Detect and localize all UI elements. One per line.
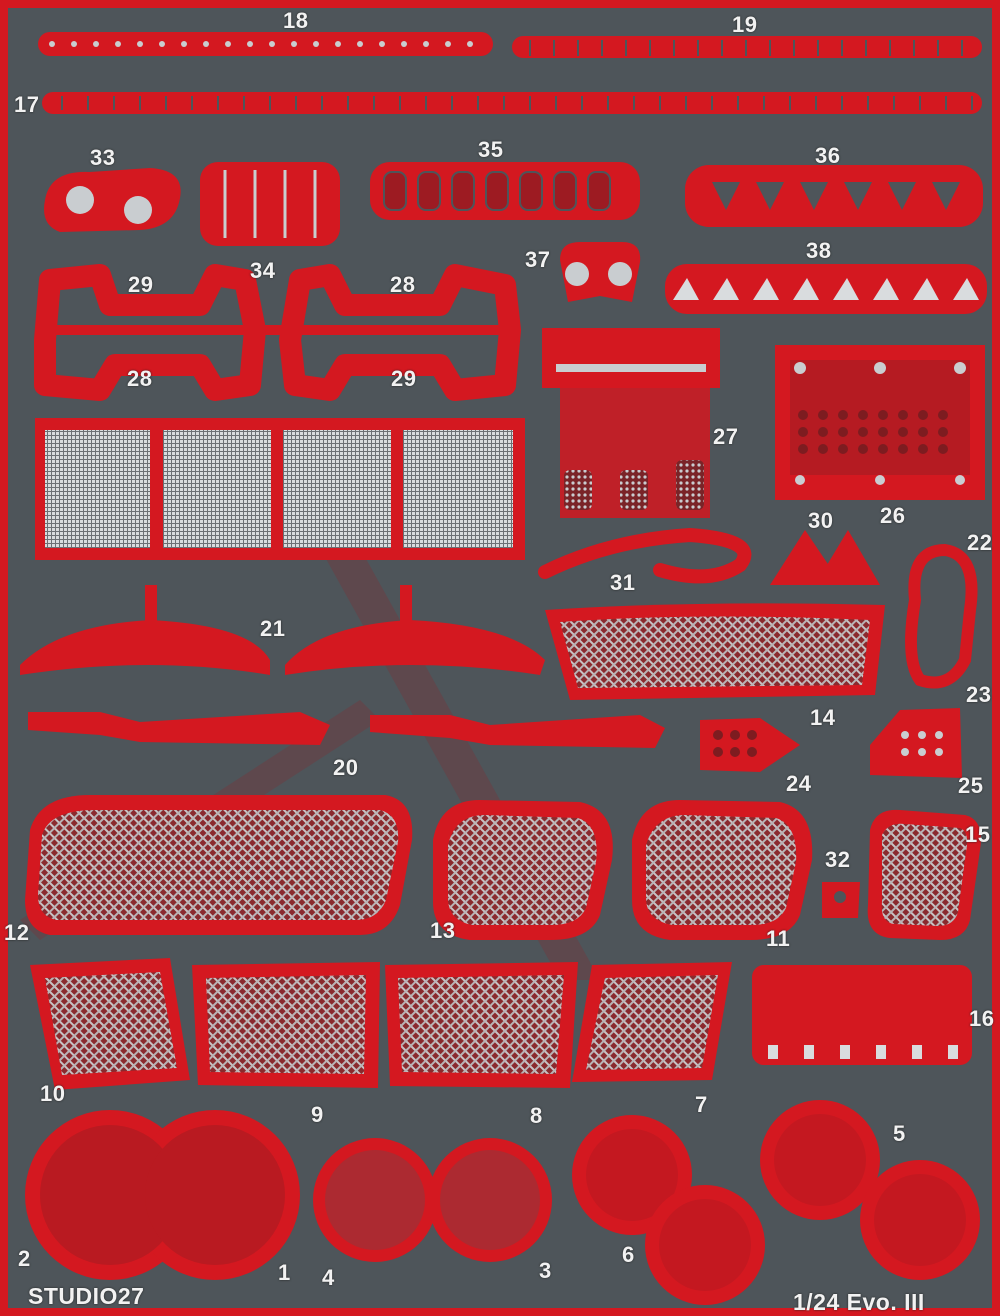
part-label-11: 11 [766, 926, 791, 951]
part-18-strip [38, 32, 493, 56]
part-label-23: 23 [966, 682, 992, 707]
part-35 [370, 162, 640, 220]
part-label-25: 25 [958, 773, 984, 798]
part-label-33: 33 [90, 145, 116, 170]
part-7 [572, 962, 732, 1082]
part-label-5: 5 [893, 1121, 906, 1146]
part-label-35: 35 [478, 137, 504, 162]
part-5 [760, 1100, 980, 1280]
part-28-29-right [279, 264, 521, 401]
part-8 [385, 962, 578, 1088]
part-33 [44, 168, 181, 232]
part-21-left [20, 585, 270, 675]
part-label-27: 27 [713, 424, 739, 449]
part-label-12: 12 [4, 920, 30, 945]
part-label-28-top: 28 [390, 272, 416, 297]
part-26 [775, 345, 985, 500]
part-20-left [28, 712, 330, 745]
part-17-strip [42, 92, 982, 114]
part-label-36: 36 [815, 143, 841, 168]
part-label-15: 15 [965, 822, 991, 847]
part-label-32: 32 [825, 847, 851, 872]
model-label: 1/24 Evo. III [793, 1289, 925, 1315]
part-label-20: 20 [333, 755, 359, 780]
part-label-8: 8 [530, 1103, 543, 1128]
large-grille-panel [35, 418, 525, 560]
part-6 [572, 1115, 765, 1305]
part-30 [770, 530, 880, 585]
part-label-37: 37 [525, 247, 551, 272]
part-31 [538, 527, 752, 584]
part-label-6: 6 [622, 1242, 635, 1267]
part-label-22: 22 [967, 530, 993, 555]
part-label-38: 38 [806, 238, 832, 263]
part-27 [542, 328, 720, 518]
part-34 [200, 162, 340, 246]
part-25 [870, 708, 962, 778]
part-15 [867, 809, 981, 940]
part-37 [560, 242, 641, 302]
part-label-17: 17 [14, 92, 40, 117]
part-label-19: 19 [732, 12, 758, 37]
brand-label: STUDIO27 [28, 1283, 145, 1309]
part-label-31: 31 [610, 570, 636, 595]
part-10 [30, 958, 190, 1090]
part-11 [632, 800, 813, 940]
part-label-29-top: 29 [128, 272, 154, 297]
part-1-2 [25, 1110, 300, 1280]
part-12 [25, 795, 413, 935]
part-21-right [285, 585, 545, 675]
part-32 [822, 882, 860, 918]
part-label-34: 34 [250, 258, 276, 283]
part-16 [752, 965, 972, 1065]
part-label-21: 21 [260, 616, 286, 641]
part-label-2: 2 [18, 1246, 31, 1271]
part-label-10: 10 [40, 1081, 66, 1106]
part-36 [685, 165, 983, 227]
part-label-14: 14 [810, 705, 836, 730]
part-label-7: 7 [695, 1092, 708, 1117]
part-label-26: 26 [880, 503, 906, 528]
part-label-30: 30 [808, 508, 834, 533]
part-20-right [370, 715, 665, 748]
part-label-4: 4 [322, 1265, 335, 1290]
part-9 [192, 962, 380, 1088]
part-13 [432, 800, 613, 940]
part-label-13: 13 [430, 918, 456, 943]
part-label-28-bottom: 28 [127, 366, 153, 391]
part-label-29-bottom: 29 [391, 366, 417, 391]
part-label-24: 24 [786, 771, 812, 796]
part-14 [545, 603, 885, 700]
part-label-3: 3 [539, 1258, 552, 1283]
part-24 [700, 718, 800, 772]
part-label-1: 1 [278, 1260, 291, 1285]
part-22-23 [905, 543, 978, 689]
part-3-4 [313, 1138, 552, 1262]
part-label-18: 18 [283, 8, 309, 33]
part-38 [665, 264, 987, 314]
part-label-9: 9 [311, 1102, 324, 1127]
part-label-16: 16 [969, 1006, 995, 1031]
